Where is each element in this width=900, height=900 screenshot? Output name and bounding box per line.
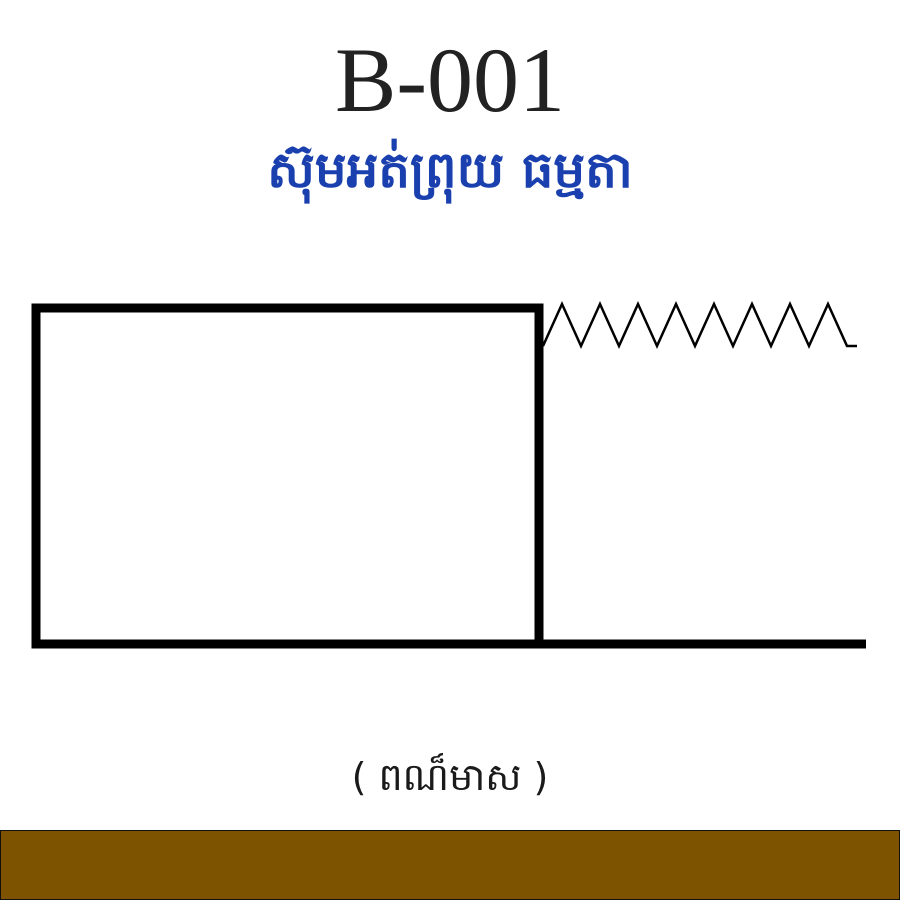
- color-label: ( ពណ៏មាស ): [351, 755, 549, 799]
- zigzag-break-line: [541, 300, 857, 350]
- product-name-khmer: ស៊ុមអត់ព្រុយ ធម្មតា: [267, 141, 633, 199]
- color-swatch: [0, 830, 900, 900]
- product-code-title: B-001: [335, 29, 565, 131]
- frame-profile-rectangle: [31, 303, 544, 649]
